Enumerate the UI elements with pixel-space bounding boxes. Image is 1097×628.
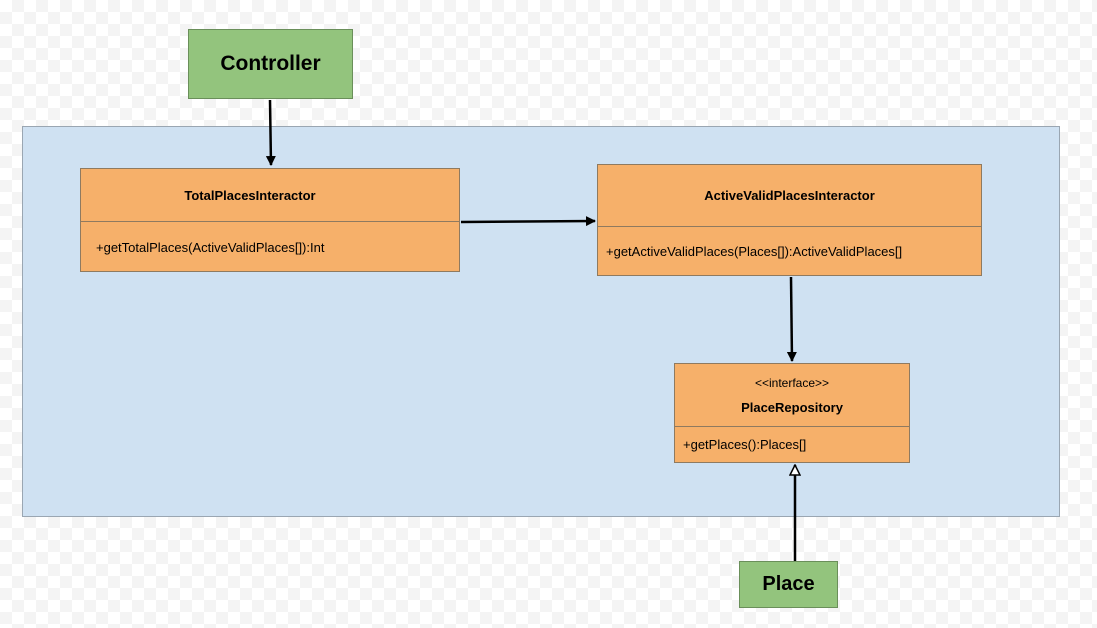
stereotype-label: <<interface>> <box>754 375 830 390</box>
place-label: Place <box>762 573 815 595</box>
class-operations: +getTotalPlaces(ActiveValidPlaces[]):Int <box>81 222 459 272</box>
controller-box[interactable]: Controller <box>188 29 353 99</box>
class-name: PlaceRepository <box>741 399 843 415</box>
active-valid-places-interactor-class[interactable]: ActiveValidPlacesInteractor +getActiveVa… <box>597 164 982 276</box>
class-name: ActiveValidPlacesInteractor <box>704 188 875 203</box>
class-operations: +getActiveValidPlaces(Places[]):ActiveVa… <box>598 227 981 275</box>
controller-label: Controller <box>220 52 321 75</box>
place-repository-interface[interactable]: <<interface>> PlaceRepository +getPlaces… <box>674 363 910 463</box>
place-box[interactable]: Place <box>739 561 838 608</box>
class-header: TotalPlacesInteractor <box>81 169 459 222</box>
operation-text: +getTotalPlaces(ActiveValidPlaces[]):Int <box>96 239 325 255</box>
class-header: <<interface>> PlaceRepository <box>675 364 909 427</box>
operation-text: +getActiveValidPlaces(Places[]):ActiveVa… <box>606 243 903 259</box>
total-places-interactor-class[interactable]: TotalPlacesInteractor +getTotalPlaces(Ac… <box>80 168 460 272</box>
operation-text: +getPlaces():Places[] <box>683 437 807 452</box>
class-name: TotalPlacesInteractor <box>184 187 316 203</box>
class-header: ActiveValidPlacesInteractor <box>598 165 981 227</box>
class-operations: +getPlaces():Places[] <box>675 427 909 462</box>
